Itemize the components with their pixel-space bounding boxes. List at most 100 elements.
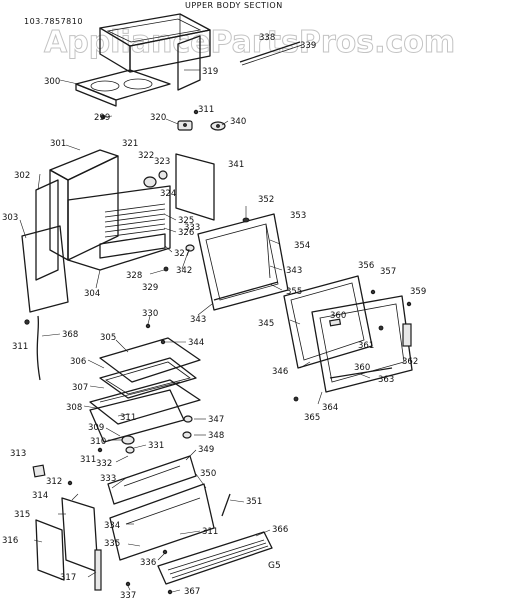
door-seal-355 xyxy=(213,281,279,301)
callout-352: 352 xyxy=(258,195,274,205)
callout-359: 359 xyxy=(410,287,426,297)
side-panel-302 xyxy=(35,179,59,281)
callout-307: 307 xyxy=(72,383,88,393)
callout-331: 331 xyxy=(148,441,164,451)
callout-366: 366 xyxy=(272,525,288,535)
callout-325: 325 xyxy=(178,216,194,226)
part-352 xyxy=(242,217,250,223)
callout-311: 311 xyxy=(198,105,214,115)
screw-357 xyxy=(370,289,376,295)
knob-340 xyxy=(210,121,226,131)
burner-parts-323 xyxy=(143,170,168,188)
screw-311a xyxy=(193,109,199,115)
callout-357: 357 xyxy=(380,267,396,277)
rod-351 xyxy=(221,493,231,517)
outer-door xyxy=(283,275,413,393)
callout-314: 314 xyxy=(32,491,48,501)
callout-339: 339 xyxy=(300,41,316,51)
screw-365 xyxy=(293,396,299,402)
callout-368: 368 xyxy=(62,330,78,340)
cooktop-assembly xyxy=(99,13,211,73)
callout-336: 336 xyxy=(140,558,156,568)
callout-338: 338 xyxy=(259,33,275,43)
callout-302: 302 xyxy=(14,171,30,181)
callout-333-b: 333 xyxy=(100,474,116,484)
rod-338 xyxy=(239,41,303,66)
callout-labels: 339 338 319 300 299 311 320 340 301 321 … xyxy=(2,33,426,600)
callout-360-b: 360 xyxy=(354,363,370,373)
callout-316: 316 xyxy=(2,536,18,546)
callout-317: 317 xyxy=(60,573,76,583)
rod-368 xyxy=(24,315,41,381)
callout-311-e: 311 xyxy=(202,527,218,537)
callout-308: 308 xyxy=(66,403,82,413)
callout-348: 348 xyxy=(208,431,224,441)
callout-301: 301 xyxy=(50,139,66,149)
callout-351: 351 xyxy=(246,497,262,507)
callout-315: 315 xyxy=(14,510,30,520)
callout-313: 313 xyxy=(10,449,26,459)
section-title: UPPER BODY SECTION xyxy=(185,1,283,10)
screw-312 xyxy=(67,480,73,486)
callout-330: 330 xyxy=(142,309,158,319)
callout-326: 326 xyxy=(178,228,194,238)
screw-344 xyxy=(160,339,166,345)
callout-332: 332 xyxy=(96,459,112,469)
callout-311-c: 311 xyxy=(120,413,136,423)
callout-354: 354 xyxy=(294,241,310,251)
callout-345: 345 xyxy=(258,319,274,329)
watermark-text: AppliancePartsPros.com xyxy=(44,25,455,60)
part-347 xyxy=(183,415,193,423)
callout-340: 340 xyxy=(230,117,246,127)
callout-333: 333 xyxy=(184,223,200,233)
callout-312: 312 xyxy=(46,477,62,487)
callout-309: 309 xyxy=(88,423,104,433)
callout-360: 360 xyxy=(330,311,346,321)
kick-panel-350 xyxy=(109,483,215,561)
callout-329: 329 xyxy=(142,283,158,293)
callout-367: 367 xyxy=(184,587,200,597)
callout-355: 355 xyxy=(286,287,302,297)
screw-337 xyxy=(125,581,131,587)
callout-322: 322 xyxy=(138,151,154,161)
callout-342: 342 xyxy=(176,266,192,276)
rod-317 xyxy=(94,549,102,591)
callout-321: 321 xyxy=(122,139,138,149)
side-panel-303 xyxy=(21,225,69,313)
callout-362: 362 xyxy=(402,357,418,367)
panel-316 xyxy=(35,519,65,581)
callout-361: 361 xyxy=(358,341,374,351)
clip-342 xyxy=(185,244,195,252)
callout-328: 328 xyxy=(126,271,142,281)
callout-304: 304 xyxy=(84,289,100,299)
callout-320: 320 xyxy=(150,113,166,123)
side-panel-314 xyxy=(61,497,99,573)
callout-310: 310 xyxy=(90,437,106,447)
callout-300: 300 xyxy=(44,77,60,87)
model-number: 103.7857810 xyxy=(24,17,83,26)
callout-353: 353 xyxy=(290,211,306,221)
part-310 xyxy=(121,435,135,445)
callout-343: 343 xyxy=(286,266,302,276)
callout-364: 364 xyxy=(322,403,338,413)
callout-356: 356 xyxy=(358,261,374,271)
screw-359 xyxy=(406,301,412,307)
diagram-code: G5 xyxy=(268,561,281,571)
callout-335: 335 xyxy=(104,539,120,549)
burner-box-300 xyxy=(75,69,171,107)
callout-347: 347 xyxy=(208,415,224,425)
callout-306: 306 xyxy=(70,357,86,367)
callout-311-d: 311 xyxy=(80,455,96,465)
callout-323: 323 xyxy=(154,157,170,167)
screw-311d xyxy=(97,447,103,453)
callout-349: 349 xyxy=(198,445,214,455)
bracket-313 xyxy=(32,464,46,478)
callout-327: 327 xyxy=(174,249,190,259)
oven-liner xyxy=(49,149,171,271)
callout-311-b: 311 xyxy=(12,342,28,352)
back-panel-341 xyxy=(175,153,215,221)
part-348 xyxy=(182,431,192,439)
grille-366 xyxy=(157,531,273,585)
callout-350: 350 xyxy=(200,469,216,479)
bracket-362 xyxy=(402,323,412,347)
